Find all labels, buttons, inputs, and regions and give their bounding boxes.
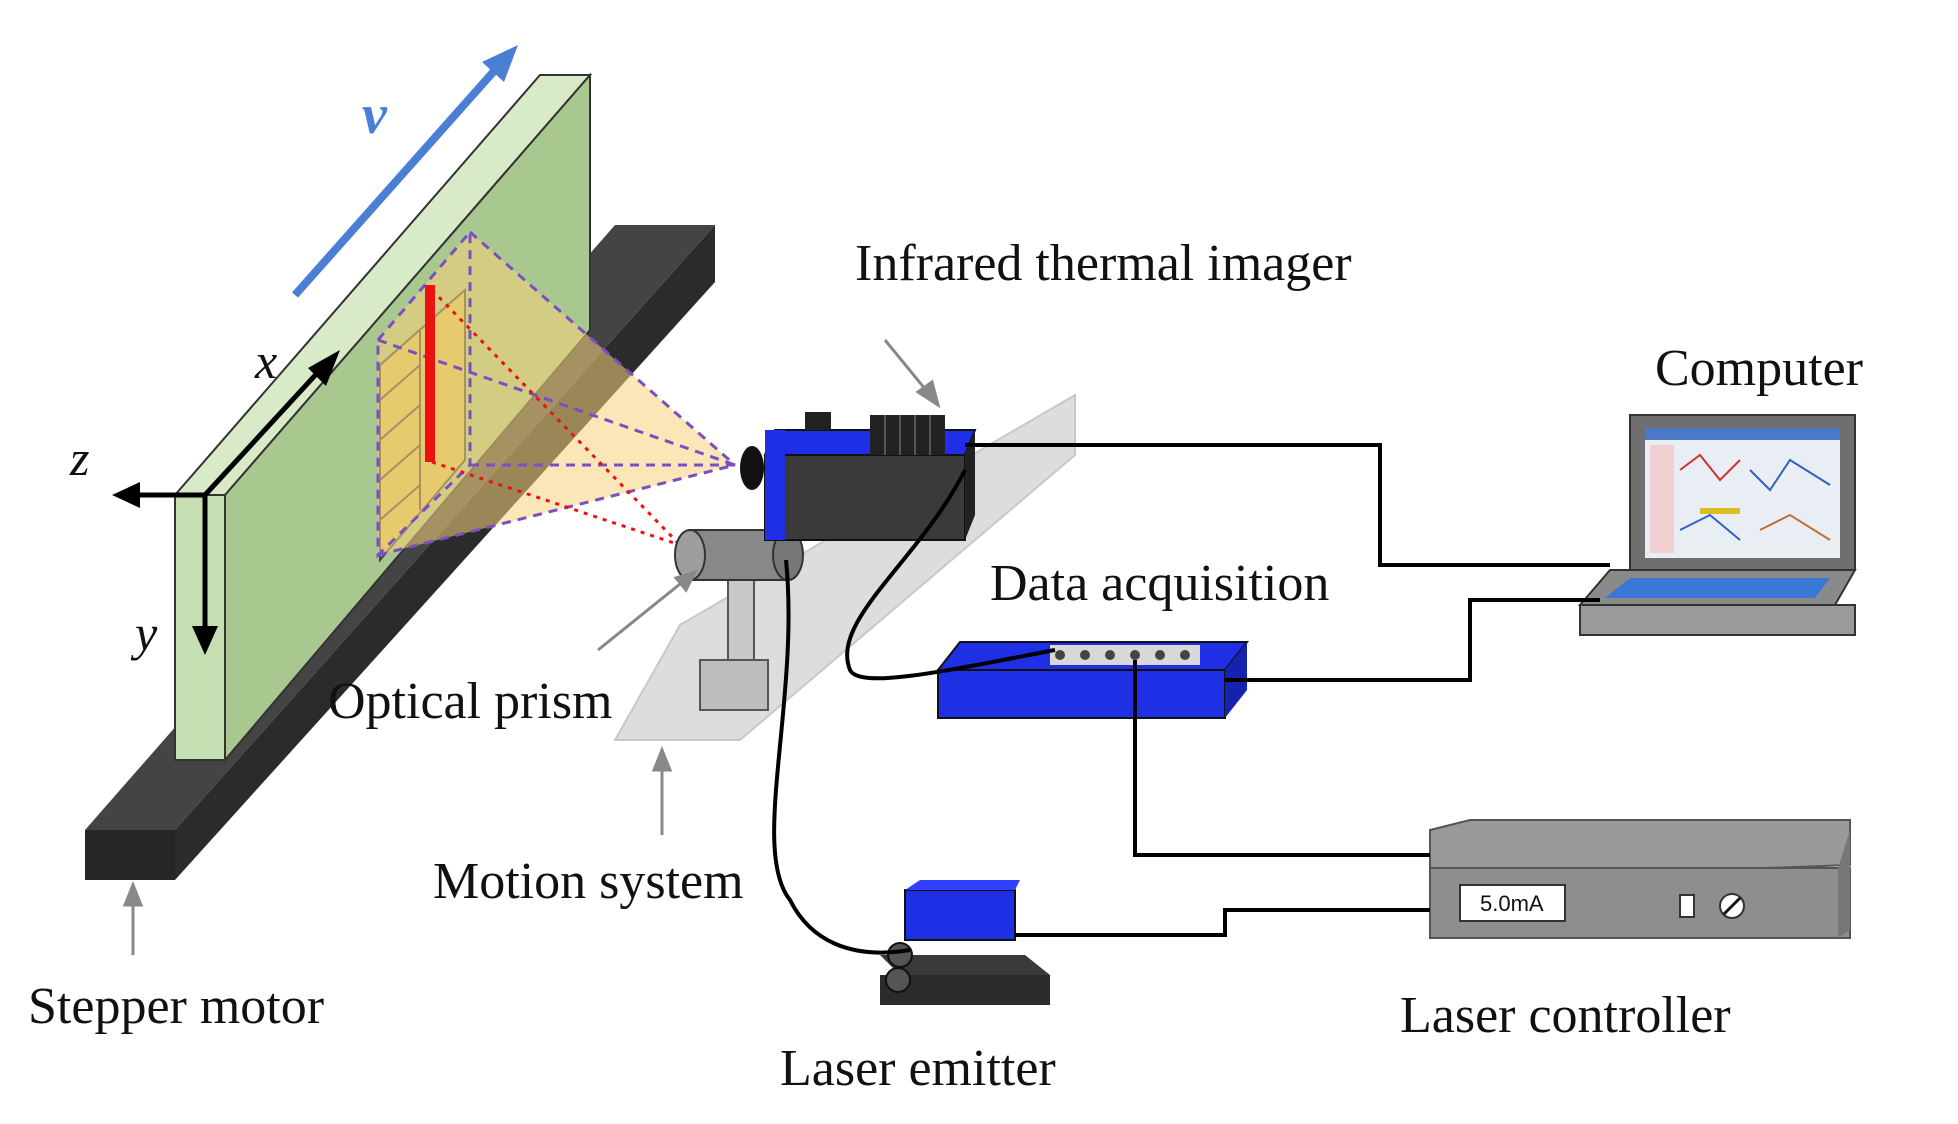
optical-prism-label: Optical prism	[328, 673, 613, 730]
velocity-label: v	[362, 84, 388, 146]
laser-beam	[430, 288, 682, 547]
axis-y-label: y	[130, 605, 158, 661]
axis-z-label: z	[69, 430, 89, 486]
infrared-thermal-imager-label: Infrared thermal imager	[855, 235, 1352, 292]
laser-emitter-label: Laser emitter	[780, 1040, 1056, 1097]
pointer-arrows	[122, 339, 941, 955]
optical-prism	[674, 529, 804, 711]
laser-controller	[1429, 819, 1851, 939]
cables	[772, 443, 1610, 955]
data-acquisition-label: Data acquisition	[990, 555, 1329, 612]
laser-emitter	[880, 880, 1050, 1005]
laser-controller-display: 5.0mA	[1480, 891, 1544, 916]
infrared-thermal-imager	[740, 412, 977, 541]
laser-controller-label: Laser controller	[1400, 987, 1731, 1044]
computer	[1577, 414, 1857, 636]
motion-system-label: Motion system	[433, 853, 744, 910]
axis-x-label: x	[254, 333, 277, 389]
camera-field-of-view	[376, 227, 736, 559]
data-acquisition-module	[935, 641, 1250, 719]
stepper-motor-label: Stepper motor	[28, 978, 324, 1035]
computer-label: Computer	[1655, 340, 1863, 397]
velocity-arrow	[292, 45, 518, 298]
coordinate-axes	[112, 350, 340, 655]
